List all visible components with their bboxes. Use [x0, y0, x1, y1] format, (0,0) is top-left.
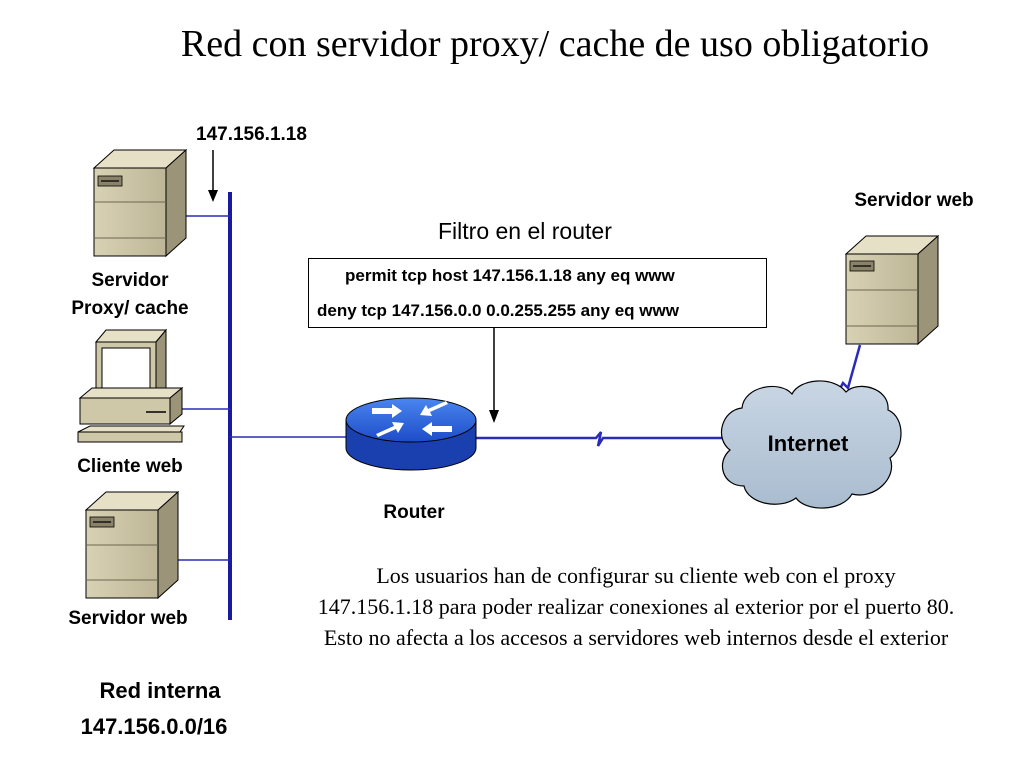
internal-web-server-label: Servidor web	[68, 608, 188, 629]
slide-title: Red con servidor proxy/ cache de uso obl…	[180, 23, 930, 65]
internet-label: Internet	[767, 431, 849, 456]
ip-arrow-head	[208, 190, 218, 202]
router-filter-title: Filtro en el router	[438, 218, 612, 244]
proxy-ip-label: 147.156.1.18	[196, 124, 307, 145]
acl-rule-permit: permit tcp host 147.156.1.18 any eq www	[345, 266, 675, 285]
router-filter-box: permit tcp host 147.156.1.18 any eq www …	[308, 258, 767, 328]
proxy-server-label-line1: Servidor	[91, 270, 169, 291]
internet-cloud-icon	[720, 380, 902, 509]
filter-arrow-head	[489, 410, 499, 423]
external-web-server-icon	[844, 234, 940, 346]
web-client-label: Cliente web	[77, 456, 183, 477]
proxy-server-label-line2: Proxy/ cache	[71, 298, 189, 319]
explanatory-note: Los usuarios han de configurar su client…	[317, 563, 955, 650]
router-label: Router	[383, 502, 445, 523]
internal-web-server-icon	[84, 490, 180, 600]
external-web-server-label: Servidor web	[854, 190, 974, 211]
router-icon	[345, 397, 477, 471]
internal-network-label: Red interna	[99, 678, 221, 703]
internal-network-address: 147.156.0.0/16	[80, 714, 228, 739]
proxy-server-icon	[92, 148, 188, 258]
wan-link-line	[476, 431, 724, 447]
acl-rule-deny: deny tcp 147.156.0.0 0.0.255.255 any eq …	[317, 301, 679, 320]
web-client-computer-icon	[77, 328, 185, 443]
